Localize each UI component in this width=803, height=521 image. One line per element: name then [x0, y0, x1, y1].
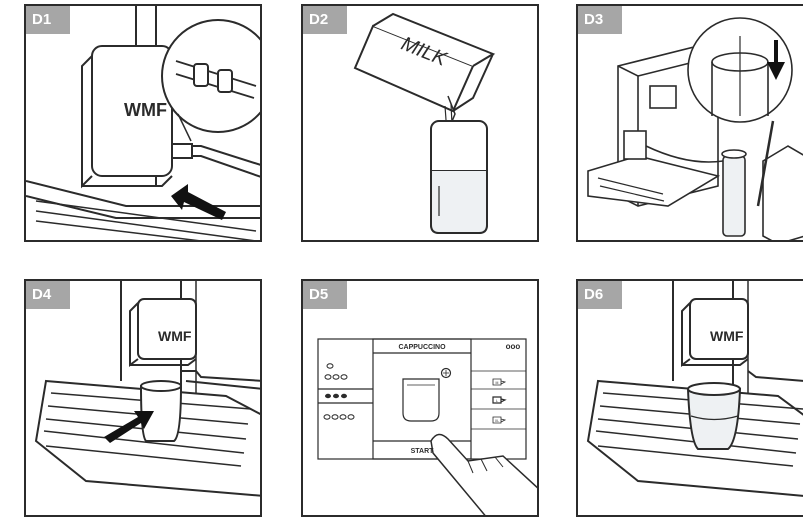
illustration-place-glass: WMF	[34, 281, 260, 497]
step-panel-d5: D5	[301, 279, 539, 517]
arrow-down-icon	[767, 40, 785, 80]
start-button: START	[411, 448, 435, 455]
step-panel-d1: D1 WMF	[24, 4, 262, 242]
step-panel-d4: D4 WMF	[24, 279, 262, 517]
step-label: D2	[303, 6, 347, 34]
wmf-logo: WMF	[158, 328, 192, 344]
step-label: D5	[303, 281, 347, 309]
step-label: D1	[26, 6, 70, 34]
step-panel-d2: D2 MILK	[301, 4, 539, 242]
beverage-name: CAPPUCCINO	[398, 344, 446, 351]
wmf-logo: WMF	[124, 100, 167, 120]
illustration-dispensing: WMF	[586, 281, 803, 497]
size-m: M	[496, 381, 499, 385]
illustration-insert-suction-tube	[587, 17, 803, 240]
size-xl: XL	[495, 419, 499, 423]
step-label: D6	[578, 281, 622, 309]
size-l: L	[496, 399, 498, 403]
arrow-icon	[104, 411, 154, 443]
step-panel-d6: D6 WMF	[576, 279, 803, 517]
bean-strength-icons	[323, 363, 355, 420]
wmf-logo: WMF	[710, 328, 744, 344]
step-panel-d3: D3	[576, 4, 803, 242]
step-label: D4	[26, 281, 70, 309]
illustration-connect-milk-hose: WMF	[26, 6, 260, 240]
menu-icon: ooo	[506, 342, 521, 351]
step-label: D3	[578, 6, 622, 34]
illustration-touch-display: CAPPUCCINO ooo START M L XL	[317, 338, 537, 515]
illustration-pour-milk: MILK	[353, 12, 496, 234]
arrow-icon	[171, 184, 226, 220]
